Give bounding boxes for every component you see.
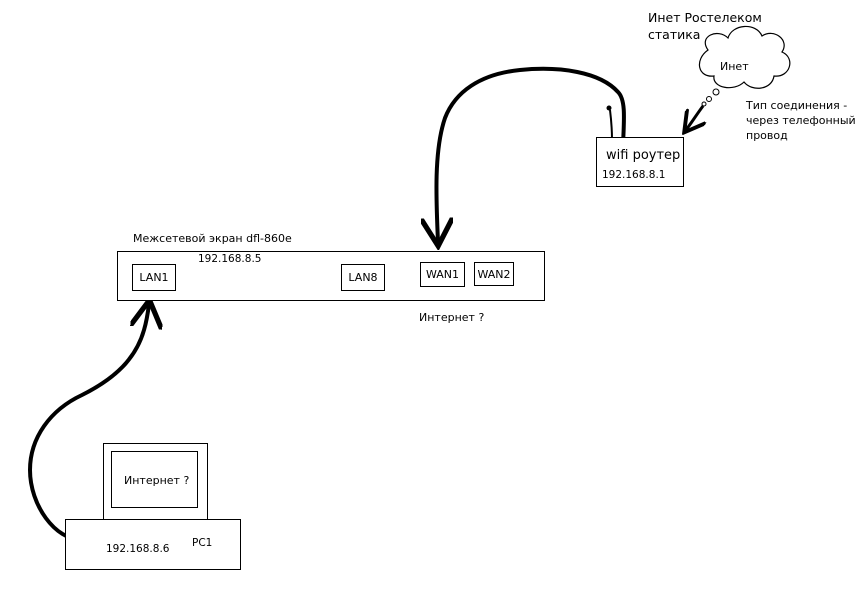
pc-screen-text: Интернет ? [124,474,190,487]
router-ip: 192.168.8.1 [602,169,666,181]
cloud-router-arrow [686,105,703,130]
wan-internet-question: Интернет ? [419,311,485,324]
pc-lan1-cable [27,304,149,542]
connection-type-line2: через телефонный [746,114,856,127]
router-name: wifi роутер [606,148,681,163]
port-wan2[interactable]: WAN2 [474,262,514,286]
port-lan8[interactable]: LAN8 [341,264,385,291]
cloud-icon [698,25,791,107]
router-wan1-cable [436,66,626,242]
firewall-ip: 192.168.8.5 [198,253,262,265]
pc-ip: 192.168.8.6 [106,543,170,555]
firewall-box: 192.168.8.5 [117,251,545,301]
wifi-router-box: wifi роутер 192.168.8.1 [596,137,684,187]
pc-base: PC1 192.168.8.6 [65,519,241,570]
cloud-title-line2: статика [648,27,701,42]
cloud-title-line1: Инет Ростелеком [648,10,762,25]
connection-type-line3: провод [746,129,788,142]
pc-screen: Интернет ? [111,451,198,508]
cloud-inner-label: Инет [720,60,749,73]
port-lan1[interactable]: LAN1 [132,264,176,291]
router-antenna [609,109,613,141]
connection-type-line1: Тип соединения - [746,99,848,112]
firewall-title: Межсетевой экран dfl-860e [133,232,292,245]
port-wan1[interactable]: WAN1 [420,262,465,287]
pc-name: PC1 [192,537,213,549]
